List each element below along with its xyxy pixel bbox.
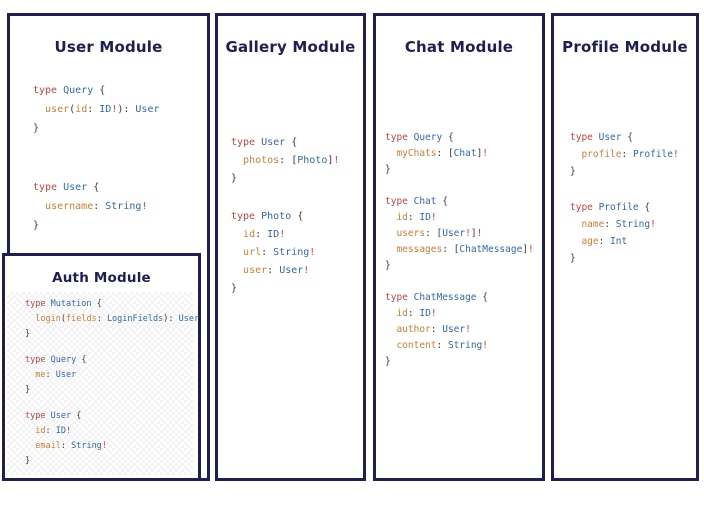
code-line: type ChatMessage { — [385, 292, 488, 303]
code-block: type User { id: ID! email: String!} — [25, 409, 189, 469]
code-line: author: User! — [396, 324, 471, 335]
code-line: } — [385, 164, 391, 175]
code-line: type Profile { — [570, 202, 651, 213]
gallery-module-title: Gallery Module — [225, 38, 356, 56]
code-line: me: User — [35, 370, 77, 380]
code-line: } — [231, 283, 238, 294]
profile-module-title: Profile Module — [562, 38, 688, 56]
code-line: age: Int — [581, 236, 628, 247]
code-line: } — [25, 329, 31, 339]
code-line: content: String! — [396, 340, 489, 351]
code-line: messages: [ChatMessage]! — [396, 244, 534, 255]
gallery-module-code: type User { photos: [Photo]!}type Photo … — [231, 134, 339, 298]
code-line: login(fields: LoginFields): User — [35, 314, 200, 324]
code-block: type Profile { name: String! age: Int} — [570, 199, 679, 267]
chat-module-title: Chat Module — [404, 38, 514, 56]
code-line: } — [25, 456, 31, 466]
profile-module-code: type User { profile: Profile!}type Profi… — [570, 129, 679, 267]
code-line: type Query { — [33, 85, 106, 96]
code-block: type Photo { id: ID! url: String! user: … — [231, 208, 339, 298]
code-block: type Query { myChats: [Chat]!} — [385, 130, 534, 178]
code-line: } — [25, 385, 31, 395]
code-line: type User { — [33, 182, 100, 193]
code-line: type Query { — [25, 355, 87, 365]
code-block: type Mutation { login(fields: LoginField… — [25, 297, 200, 342]
chat-module-code: type Query { myChats: [Chat]!}type Chat … — [385, 130, 534, 370]
code-line: type User { — [231, 137, 298, 148]
code-line: } — [570, 253, 576, 264]
code-line: user(id: ID!): User — [45, 104, 160, 115]
auth-module-panel: Auth Module type Mutation { login(fields… — [2, 253, 201, 481]
code-line: } — [33, 220, 40, 231]
code-block: type Query { me: User} — [25, 353, 189, 398]
code-line: photos: [Photo]! — [243, 155, 340, 166]
code-line: type Photo { — [231, 211, 304, 222]
gallery-module-panel: Gallery Module type User { photos: [Phot… — [215, 13, 366, 481]
code-line: } — [33, 123, 40, 134]
code-line: id: ID! — [396, 308, 437, 319]
code-block: type User { photos: [Photo]!} — [231, 134, 339, 188]
code-line: type User { — [25, 411, 82, 421]
code-line: username: String! — [45, 201, 148, 212]
code-line: type User { — [570, 132, 633, 143]
code-line: type Mutation { — [25, 299, 102, 309]
code-line: } — [385, 356, 391, 367]
code-block: type Chat { id: ID! users: [User!]! mess… — [385, 194, 534, 274]
code-line: type Query { — [385, 132, 454, 143]
user-module-code: type Query { user(id: ID!): User}type Us… — [33, 81, 160, 235]
code-block: type Query { user(id: ID!): User} — [33, 81, 160, 138]
code-line: id: ID! — [243, 229, 286, 240]
code-line: type Chat { — [385, 196, 448, 207]
auth-module-title: Auth Module — [52, 270, 151, 286]
code-block: type User { profile: Profile!} — [570, 129, 679, 180]
code-line: users: [User!]! — [396, 228, 483, 239]
code-line: email: String! — [35, 441, 107, 451]
user-module-title: User Module — [54, 38, 163, 56]
code-block: type User { username: String!} — [33, 178, 160, 235]
chat-module-panel: Chat Module type Query { myChats: [Chat]… — [373, 13, 545, 481]
code-line: id: ID! — [396, 212, 437, 223]
code-line: } — [570, 166, 576, 177]
code-line: id: ID! — [35, 426, 72, 436]
code-block: type ChatMessage { id: ID! author: User!… — [385, 290, 534, 370]
code-line: } — [231, 173, 238, 184]
code-line: } — [385, 260, 391, 271]
profile-module-panel: Profile Module type User { profile: Prof… — [551, 13, 699, 481]
code-line: name: String! — [581, 219, 656, 230]
code-line: user: User! — [243, 265, 310, 276]
code-line: url: String! — [243, 247, 316, 258]
code-line: profile: Profile! — [581, 149, 679, 160]
auth-module-code: type Mutation { login(fields: LoginField… — [7, 292, 200, 475]
code-line: myChats: [Chat]! — [396, 148, 489, 159]
